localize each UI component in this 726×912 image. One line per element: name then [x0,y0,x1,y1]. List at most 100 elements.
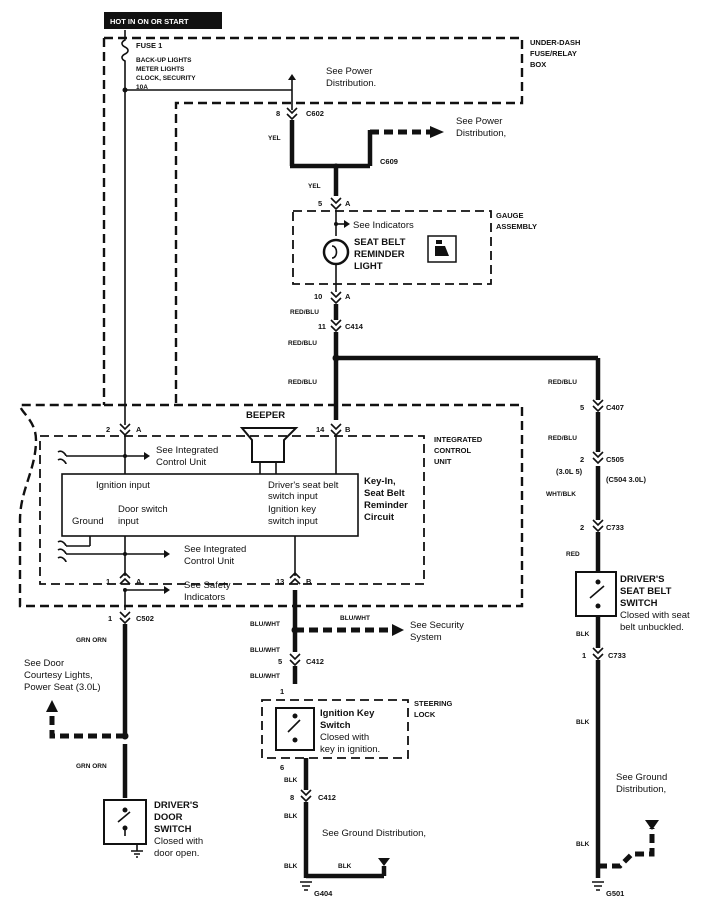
yel-label-2: YEL [308,183,321,190]
g501-ground-icon [592,881,604,891]
icu-dsb-2: switch input [268,491,318,502]
ground-tick-icon [57,450,67,465]
c502-connector-icon [119,611,131,625]
steering-lock-box [261,699,409,759]
whtblk-label: WHT/BLK [546,491,576,498]
see-icu-1b: Control Unit [156,457,207,468]
redblu-label-5: RED/BLU [548,435,577,442]
ik-switch-2: Switch [320,720,351,731]
c412a-connector-icon [289,653,301,667]
icu-pin-1-connector-icon [119,571,131,585]
seat-switch-2: SEAT BELT [620,586,672,597]
power-arrowhead [288,74,296,80]
steering-title-2: LOCK [414,710,436,719]
door-switch-contact [122,825,128,831]
door-switch-3: SWITCH [154,824,192,835]
ground-icon [131,844,143,858]
ground-dist-1: See Ground Distribution, [322,828,426,839]
blk-label-1: BLK [284,777,298,784]
power-dist-2-arrow [430,126,444,138]
g404-label: G404 [314,889,333,898]
see-power-1a: See Power [326,66,372,77]
underdash-label-3: BOX [530,60,546,69]
bluwht-label-3: BLU/WHT [250,647,280,654]
icu-letter-13: B [306,577,312,586]
c602-pin: 8 [276,109,280,118]
fuse-name: FUSE 1 [136,41,162,50]
icu-pin-13-connector-icon [289,571,301,585]
c412b-name: C412 [318,793,336,802]
c412a-pin2: 1 [280,687,284,696]
door-switch-box [103,799,147,845]
ik-switch-contact [292,737,298,743]
icu-ground: Ground [72,516,104,527]
blk-label-5: BLK [576,631,590,638]
icu-circuit-box [61,473,359,537]
door-switch-4: Closed with [154,836,203,847]
icu-title-3: UNIT [434,457,452,466]
see-power-2b: Distribution, [456,128,506,139]
c414-name: C414 [345,322,364,331]
icu-circuit-1: Key-In, [364,476,396,487]
g501-label: G501 [606,889,624,898]
ik-switch-4: key in ignition. [320,744,380,755]
icu-outer-outline [18,403,524,608]
hot-label: HOT IN ON OR START [110,17,189,26]
c407-name: C407 [606,403,624,412]
seat-switch-4: Closed with seat [620,610,690,621]
courtesy-1: See Door [24,658,64,669]
icu-ik-2: switch input [268,516,318,527]
icu-letter-a: A [136,425,142,434]
icu-door-1: Door switch [118,504,168,515]
red-label: RED [566,551,580,558]
c602-connector-icon [286,107,298,121]
seat-belt-light-1: SEAT BELT [354,237,406,248]
icu-door-2: input [118,516,139,527]
gauge-title-1: GAUGE [496,211,524,220]
icu-circuit-2: Seat Belt [364,488,405,499]
sb-switch-contact [595,603,601,609]
fuse-rating: 10A [136,84,148,91]
redblu-label-1: RED/BLU [290,309,319,316]
icu-title-1: INTEGRATED [434,435,483,444]
ik-switch-blade [287,719,301,733]
ground-dist-2b: Distribution, [616,784,666,795]
bluwht-label-1: BLU/WHT [250,621,280,628]
beeper-label: BEEPER [246,410,285,421]
c505-note-1: (3.0L 5) [556,467,583,476]
gauge-letter-in: A [345,199,351,208]
icu-circuit-3: Reminder [364,500,408,511]
c412a-pin: 5 [278,657,282,666]
c412b-pin2: 8 [290,793,294,802]
c414-pin: 11 [318,322,326,331]
blk-label-2: BLK [284,813,298,820]
see-safety-1: See Safety [184,580,231,591]
gauge-out-connector-icon [330,291,342,305]
icu-pin-b: 14 [316,425,325,434]
courtesy-dashed-wire [49,710,125,739]
c733b-name: C733 [608,651,626,660]
security-2: System [410,632,442,643]
ik-switch-1: Ignition Key [320,708,375,719]
courtesy-2: Courtesy Lights, [24,670,93,681]
icu-ign-input: Ignition input [96,480,150,491]
security-1: See Security [410,620,464,631]
icu-dsb-1: Driver's seat belt [268,480,339,491]
see-power-1b: Distribution. [326,78,376,89]
ik-switch-contact [292,713,298,719]
icu-pin-13: 13 [276,577,284,586]
c505-pin: 2 [580,455,584,464]
gauge-title-2: ASSEMBLY [496,222,537,231]
ground-dist-arrow-1 [378,858,390,866]
gauge-pin-in: 5 [318,199,322,208]
fuse-line2: METER LIGHTS [136,66,185,73]
sb-switch-contact [595,579,601,585]
underdash-box-outline [104,36,524,405]
blk-label-7: BLK [576,841,590,848]
see-icu-2b: Control Unit [184,556,235,567]
gauge-letter-out: A [345,292,351,301]
door-switch-2: DOOR [154,812,183,823]
safety-arrowhead [164,586,170,594]
ik-switch-3: Closed with [320,732,369,743]
